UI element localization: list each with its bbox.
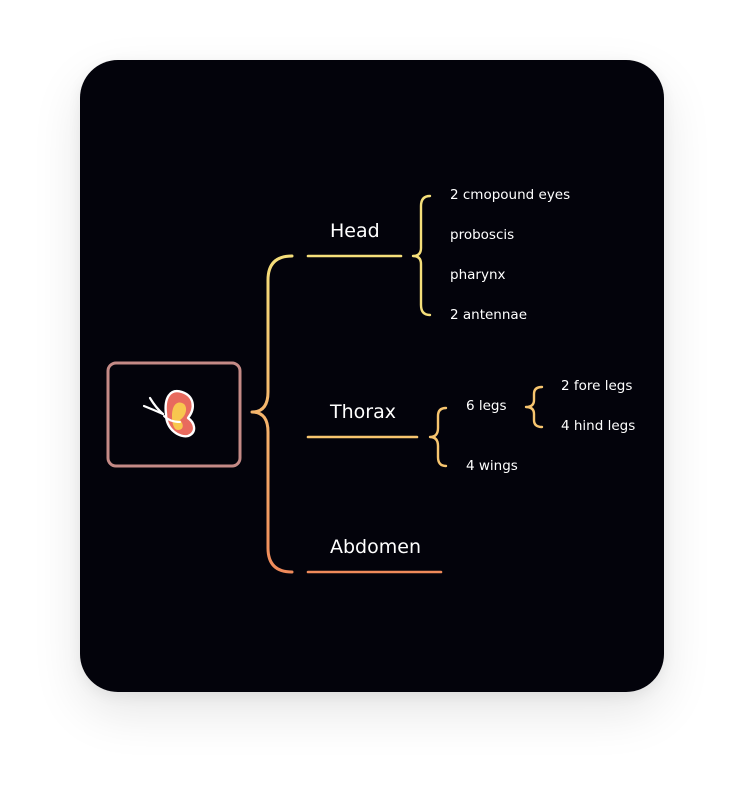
legs-child-fore[interactable]: 2 fore legs bbox=[561, 378, 633, 394]
branch-thorax-label[interactable]: Thorax bbox=[330, 401, 396, 423]
legs-child-hind[interactable]: 4 hind legs bbox=[561, 418, 636, 434]
thorax-child-legs[interactable]: 6 legs bbox=[466, 398, 507, 414]
branch-abdomen-label[interactable]: Abdomen bbox=[330, 536, 421, 558]
head-brace bbox=[411, 194, 432, 317]
head-child-eyes[interactable]: 2 cmopound eyes bbox=[450, 187, 571, 203]
head-child-antennae[interactable]: 2 antennae bbox=[450, 307, 527, 323]
thorax-brace bbox=[428, 406, 448, 468]
main-brace bbox=[250, 254, 294, 574]
thorax-child-wings[interactable]: 4 wings bbox=[466, 458, 518, 474]
head-child-proboscis[interactable]: proboscis bbox=[450, 227, 515, 243]
legs-brace bbox=[524, 385, 544, 429]
head-child-pharynx[interactable]: pharynx bbox=[450, 267, 506, 283]
mind-map-canvas bbox=[80, 60, 664, 692]
butterfly-icon bbox=[142, 389, 196, 438]
branch-head-label[interactable]: Head bbox=[330, 220, 380, 242]
root-node[interactable] bbox=[106, 361, 242, 468]
